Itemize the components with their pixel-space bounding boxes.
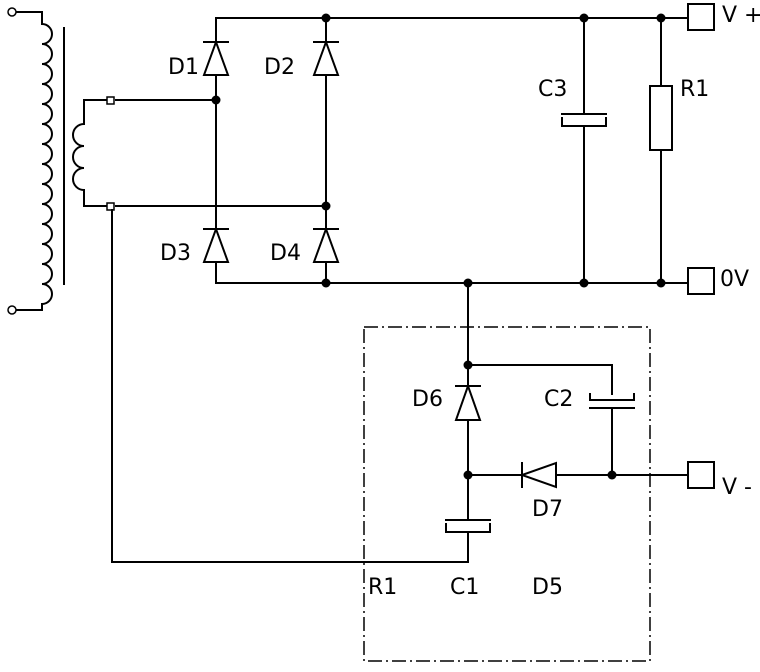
label-d3: D3 [160,241,191,266]
junction-dots [211,13,666,480]
terminal-v-plus [687,3,715,31]
label-c3: C3 [538,77,567,102]
primary-terminal-bottom [7,305,17,315]
label-d2: D2 [264,55,295,80]
terminal-0v [687,267,715,295]
label-c2: C2 [544,387,573,412]
capacitor-c2 [589,364,635,476]
label-d1: D1 [168,55,199,80]
transformer-primary [7,7,53,315]
label-d4: D4 [270,241,301,266]
secondary-terminal-bottom [106,202,115,211]
diode-d3 [202,226,230,263]
diode-d2 [312,39,340,76]
label-v-plus: V + [722,3,760,28]
transformer-secondary [72,96,115,211]
capacitor-c1 [445,474,491,563]
label-r1-top: R1 [680,77,709,102]
label-d7: D7 [532,497,563,522]
primary-terminal-top [7,7,17,17]
negative-supply-boundary [363,326,651,662]
diode-d4 [312,226,340,263]
label-v-minus: V - [722,475,752,500]
secondary-terminal-top [106,96,115,105]
label-0v: 0V [720,267,749,292]
diode-d7 [518,461,557,489]
label-d5: D5 [532,575,563,600]
diode-d1 [202,39,230,76]
label-d6: D6 [412,387,443,412]
capacitor-c3 [561,17,607,284]
label-c1: C1 [450,575,479,600]
terminal-v-minus [687,461,715,489]
label-r1-box: R1 [368,575,397,600]
resistor-r1 [649,17,673,284]
diode-d6 [454,364,482,476]
